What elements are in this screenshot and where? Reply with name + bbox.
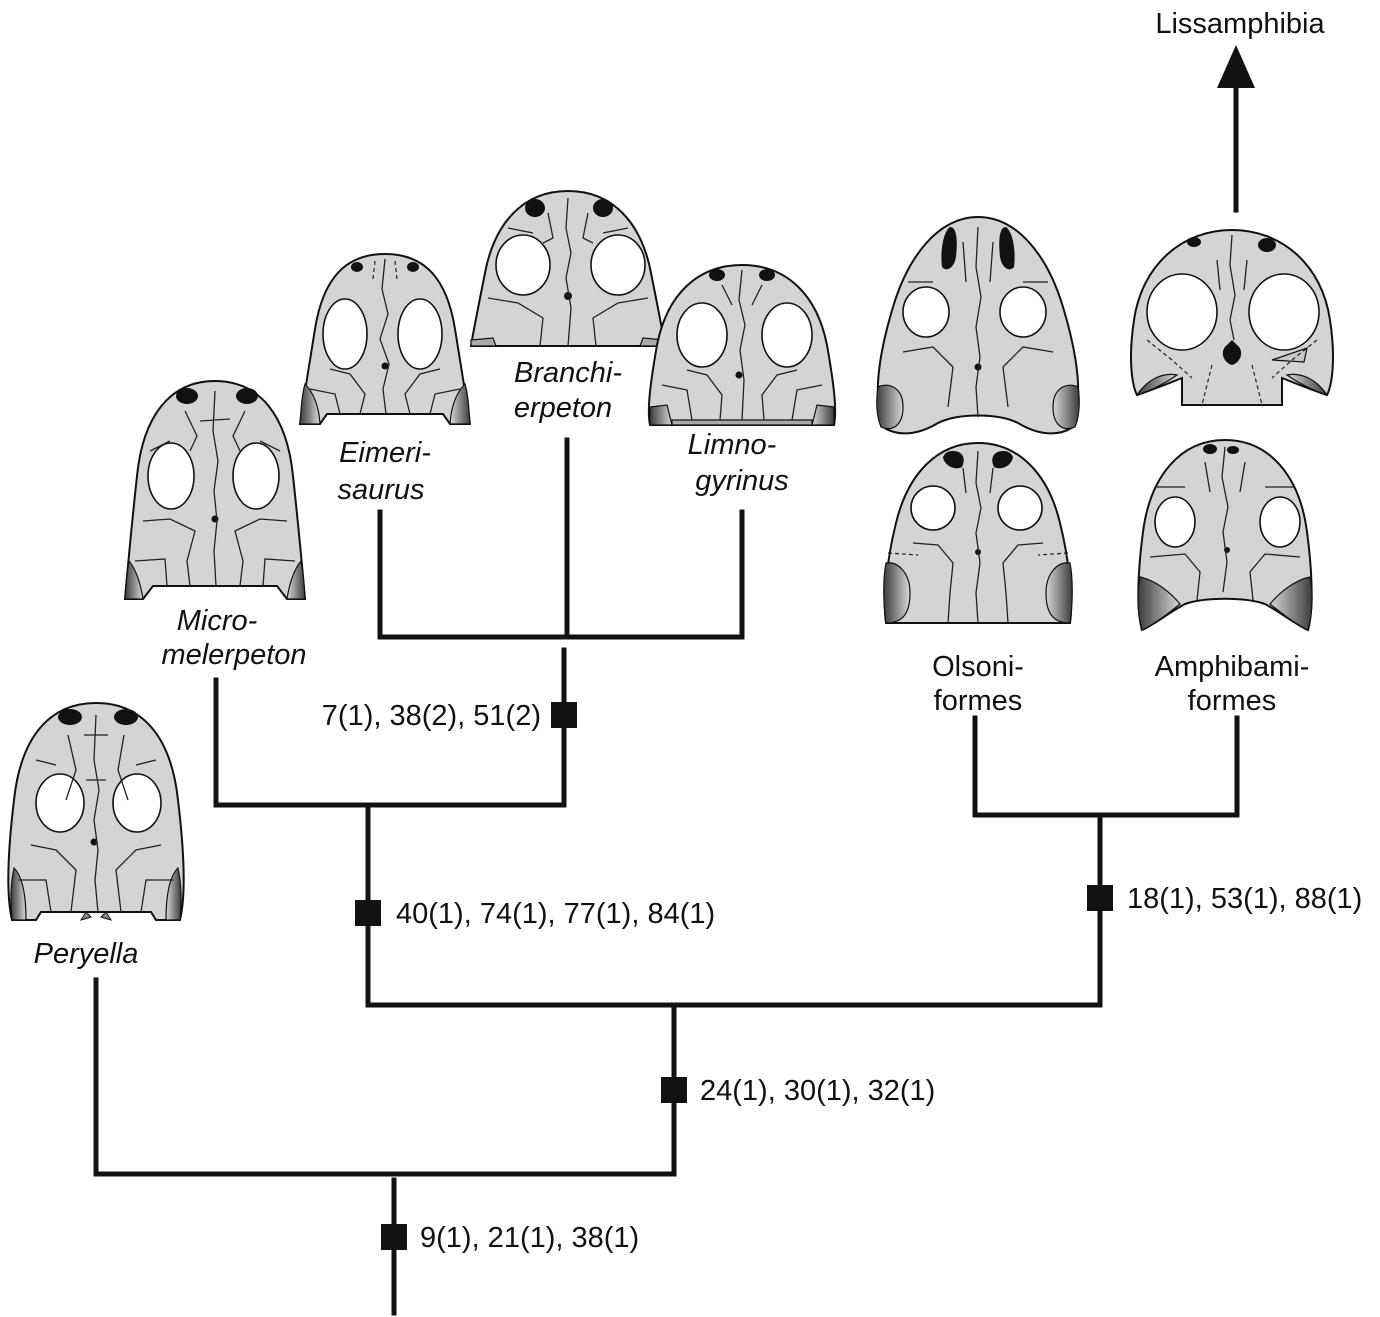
node-marker-clade-b [355, 900, 381, 926]
taxon-amphibamiformes-line1: Amphibami- [1155, 651, 1310, 683]
taxon-limnogyrinus-line2: gyrinus [695, 465, 789, 497]
characters-clade-c: 7(1), 38(2), 51(2) [322, 700, 541, 732]
taxon-limnogyrinus-line1: Limno- [688, 429, 777, 461]
skull-olsoniformes-lower-icon [883, 441, 1073, 624]
characters-clade-a: 24(1), 30(1), 32(1) [700, 1075, 935, 1107]
skull-eimerisaurus-icon [298, 252, 472, 425]
taxon-olsoniformes-line1: Olsoni- [932, 651, 1024, 683]
taxon-amphibamiformes-line2: formes [1188, 685, 1277, 717]
taxon-micromelerpeton-line1: Micro- [177, 605, 258, 637]
skull-peryella-icon [7, 701, 185, 921]
taxon-eimerisaurus-line1: Eimeri- [339, 437, 431, 469]
arrow-up-icon [1217, 45, 1255, 88]
node-marker-clade-d [1087, 885, 1113, 911]
skull-olsoniformes-upper-icon [876, 215, 1080, 435]
characters-clade-d: 18(1), 53(1), 88(1) [1127, 883, 1362, 915]
taxon-labels: Peryella Micro- melerpeton Eimeri- sauru… [34, 8, 1326, 970]
tree-branches [93, 45, 1255, 1316]
node-marker-clade-a [661, 1077, 687, 1103]
taxon-olsoniformes-line2: formes [934, 685, 1023, 717]
skull-branchierpeton-icon [469, 189, 667, 347]
skull-amphibamiformes-lower-icon [1137, 438, 1313, 632]
taxon-eimerisaurus-line2: saurus [337, 474, 424, 506]
skull-amphibamiformes-upper-icon [1130, 228, 1334, 406]
node-markers [355, 702, 1113, 1250]
taxon-peryella: Peryella [34, 938, 139, 970]
node-marker-root [381, 1224, 407, 1250]
taxon-branchierpeton-line1: Branchi- [514, 357, 622, 389]
skull-limnogyrinus-icon [647, 263, 837, 426]
skull-micromelerpeton-icon [123, 379, 307, 600]
taxon-branchierpeton-line2: erpeton [514, 392, 612, 424]
taxon-micromelerpeton-line2: melerpeton [161, 639, 306, 671]
character-labels: 9(1), 21(1), 38(1) 24(1), 30(1), 32(1) 4… [322, 700, 1363, 1254]
characters-root: 9(1), 21(1), 38(1) [420, 1222, 639, 1254]
characters-clade-b: 40(1), 74(1), 77(1), 84(1) [396, 898, 715, 930]
node-marker-clade-c [551, 702, 577, 728]
taxon-lissamphibia: Lissamphibia [1155, 8, 1325, 40]
